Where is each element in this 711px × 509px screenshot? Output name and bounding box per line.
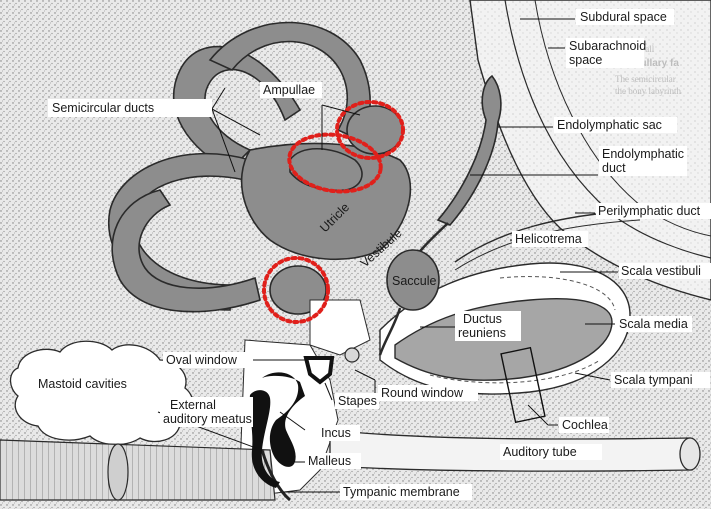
label-round-window: Round window (381, 386, 464, 400)
label-semicircular-ducts: Semicircular ducts (52, 101, 154, 115)
label-endolymphatic-duct-1: Endolymphatic (602, 147, 684, 161)
background-line-2: the bony labyrinth (615, 86, 681, 96)
label-ampullae: Ampullae (263, 83, 315, 97)
label-subarachnoid-space-2: space (569, 53, 602, 67)
label-helicotrema: Helicotrema (515, 232, 582, 246)
label-saccule: Saccule (392, 274, 437, 288)
label-stapes: Stapes (338, 394, 377, 408)
label-mastoid-cavities: Mastoid cavities (38, 377, 127, 391)
label-ductus-reuniens-1: Ductus (463, 312, 502, 326)
label-malleus: Malleus (308, 454, 351, 468)
label-incus: Incus (321, 426, 351, 440)
label-external-auditory-meatus-1: External (170, 398, 216, 412)
label-ductus-reuniens-2: reuniens (458, 326, 506, 340)
label-scala-media: Scala media (619, 317, 688, 331)
label-tympanic-membrane: Tympanic membrane (343, 485, 460, 499)
label-perilymphatic-duct: Perilymphatic duct (598, 204, 701, 218)
label-cochlea: Cochlea (562, 418, 608, 432)
external-auditory-meatus (0, 440, 275, 500)
label-subarachnoid-space-1: Subarachnoid (569, 39, 646, 53)
label-external-auditory-meatus-2: auditory meatus (163, 412, 252, 426)
label-auditory-tube: Auditory tube (503, 445, 577, 459)
round-window-membrane (345, 348, 359, 362)
background-line-1: The semicircular (615, 74, 676, 84)
label-scala-vestibuli: Scala vestibuli (621, 264, 701, 278)
label-endolymphatic-sac: Endolymphatic sac (557, 118, 662, 132)
label-scala-tympani: Scala tympani (614, 373, 693, 387)
label-endolymphatic-duct-2: duct (602, 161, 626, 175)
label-subdural-space: Subdural space (580, 10, 667, 24)
label-oval-window: Oval window (166, 353, 238, 367)
